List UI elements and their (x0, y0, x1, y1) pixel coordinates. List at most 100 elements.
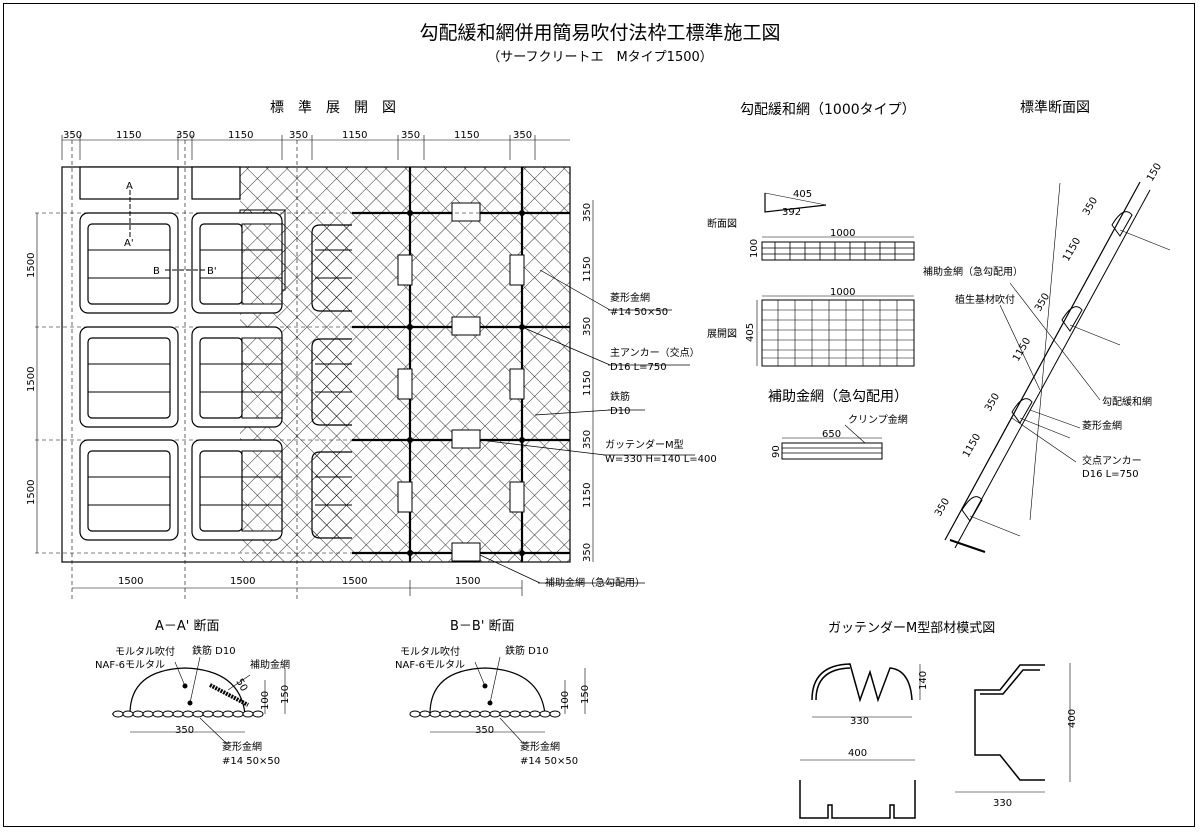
slope-net-dev-dim-1000: 1000 (830, 287, 855, 298)
plan-view (35, 135, 695, 600)
plan-bottom-dim: 1500 (118, 576, 143, 587)
sec-aa-rhombus-spec: #14 50×50 (222, 756, 280, 767)
label-aux-mesh: 補助金網（急勾配用） (545, 576, 645, 589)
plan-right-dim: 1150 (582, 371, 593, 396)
sec-aa-dim-100: 100 (260, 691, 271, 710)
std-dim: 350 (983, 391, 1002, 413)
sec-bb-rhombus-spec: #14 50×50 (520, 756, 578, 767)
drawing-frame (3, 3, 1195, 827)
sec-aa-rebar: 鉄筋 D10 (192, 644, 236, 657)
slope-net-dim-100: 100 (749, 239, 760, 258)
plan-left-dim: 1500 (26, 367, 37, 392)
label-rebar: 鉄筋 (610, 390, 630, 403)
plan-top-dim: 350 (513, 130, 532, 141)
std-label-veg: 植生基材吹付 (955, 293, 1015, 306)
plan-top-dim: 350 (176, 130, 195, 141)
plan-top-dim: 1150 (228, 130, 253, 141)
sec-bb-rebar: 鉄筋 D10 (505, 644, 549, 657)
gutter-dim-400b: 400 (1067, 709, 1078, 728)
std-label-anchor-spec: D16 L=750 (1082, 469, 1139, 480)
std-section-view (944, 181, 1171, 553)
plan-top-dim: 1150 (116, 130, 141, 141)
std-label-slope-net: 勾配緩和網 (1102, 395, 1152, 408)
sec-aa-aux: 補助金網 (250, 658, 290, 671)
sec-aa-dim-50: 50 (233, 677, 249, 694)
section-a-mark: A (126, 181, 133, 192)
plan-top-dim: 350 (289, 130, 308, 141)
sec-aa-dim-350: 350 (175, 725, 194, 736)
gutter-dim-140: 140 (918, 671, 929, 690)
plan-right-dim: 350 (582, 543, 593, 562)
std-dim: 350 (1081, 195, 1100, 217)
gutter-dim-330b: 330 (993, 798, 1012, 809)
aux-mesh-dim-650: 650 (822, 429, 841, 440)
slope-net-dev-dim-405: 405 (745, 323, 756, 342)
plan-right-dim: 1150 (582, 483, 593, 508)
plan-top-dim: 1150 (342, 130, 367, 141)
plan-bottom-dim: 1500 (455, 576, 480, 587)
plan-right-dim: 350 (582, 430, 593, 449)
sec-bb-dim-100: 100 (560, 691, 571, 710)
slope-net-section-label: 断面図 (707, 217, 737, 230)
std-label-aux: 補助金網（急勾配用） (923, 265, 1023, 278)
label-gutter: ガッテンダーM型 (605, 438, 684, 451)
sec-aa-dim-150: 150 (280, 685, 291, 704)
slope-net-dim-1000: 1000 (830, 228, 855, 239)
std-dim: 150 (1145, 161, 1164, 183)
std-section-heading: 標準断面図 (1020, 100, 1090, 116)
section-a2-mark: A' (124, 238, 134, 249)
plan-dimensions: 350 1150 350 1150 350 1150 350 1150 350 … (26, 130, 717, 589)
label-gutter-spec: W=330 H=140 L=400 (605, 454, 717, 465)
aux-mesh-clip: クリンプ金網 (848, 413, 908, 426)
label-main-anchor: 主アンカー（交点） (610, 346, 700, 359)
sec-aa-mortar: モルタル吹付 (115, 645, 175, 658)
gutter-dim-330: 330 (850, 716, 869, 727)
std-dim: 1150 (1011, 336, 1033, 364)
plan-bottom-dim: 1500 (230, 576, 255, 587)
drawing-subtitle: （サーフクリートエ Mタイプ1500） (487, 50, 713, 65)
section-b-mark: B (153, 266, 160, 277)
slope-net-dim-392: 392 (782, 207, 801, 218)
sec-bb-naf: NAF-6モルタル (395, 659, 465, 671)
std-dim: 1150 (961, 432, 983, 460)
sec-bb-mortar: モルタル吹付 (400, 645, 460, 658)
std-label-rhombus: 菱形金網 (1082, 419, 1122, 432)
plan-right-dim: 350 (582, 317, 593, 336)
label-main-anchor-spec: D16 L=750 (610, 362, 667, 373)
plan-right-dim: 350 (582, 203, 593, 222)
sec-bb-dim-150: 150 (580, 685, 591, 704)
slope-net-view (756, 192, 915, 460)
slope-net-dim-405: 405 (793, 189, 812, 200)
plan-bottom-dim: 1500 (342, 576, 367, 587)
sec-aa-naf: NAF-6モルタル (95, 659, 165, 671)
sec-bb-rhombus: 菱形金網 (520, 740, 560, 753)
sec-bb-dim-350: 350 (475, 725, 494, 736)
plan-top-dim: 350 (401, 130, 420, 141)
slope-net-heading: 勾配緩和網（1000タイプ） (740, 102, 916, 118)
label-rhombus-mesh-spec: #14 50×50 (610, 307, 668, 318)
section-aa-view (112, 656, 286, 743)
sec-bb-heading: B－B' 断面 (450, 619, 515, 634)
plan-left-dim: 1500 (26, 253, 37, 278)
plan-left-dim: 1500 (26, 480, 37, 505)
label-rhombus-mesh: 菱形金網 (610, 291, 650, 304)
drawing-title: 勾配緩和網併用簡易吹付法枠工標準施工図 (419, 22, 781, 44)
sec-aa-heading: A－A' 断面 (155, 619, 220, 634)
std-dim: 350 (933, 496, 952, 518)
aux-mesh-dim-90: 90 (771, 445, 782, 458)
std-dim: 1150 (1061, 236, 1083, 264)
slope-net-dev-label: 展開図 (707, 328, 737, 340)
plan-top-dim: 350 (63, 130, 82, 141)
sec-aa-rhombus: 菱形金網 (222, 740, 262, 753)
label-rebar-spec: D10 (610, 406, 630, 417)
section-bb-view (409, 656, 586, 743)
plan-right-dim: 1150 (582, 257, 593, 282)
section-b2-mark: B' (207, 266, 217, 277)
gutter-view (799, 663, 1071, 819)
gutter-heading: ガッテンダーM型部材模式図 (828, 621, 995, 636)
plan-top-dim: 1150 (454, 130, 479, 141)
aux-mesh-heading: 補助金網（急勾配用） (768, 389, 908, 405)
plan-heading: 標 準 展 開 図 (270, 100, 396, 116)
gutter-dim-400: 400 (848, 748, 867, 759)
